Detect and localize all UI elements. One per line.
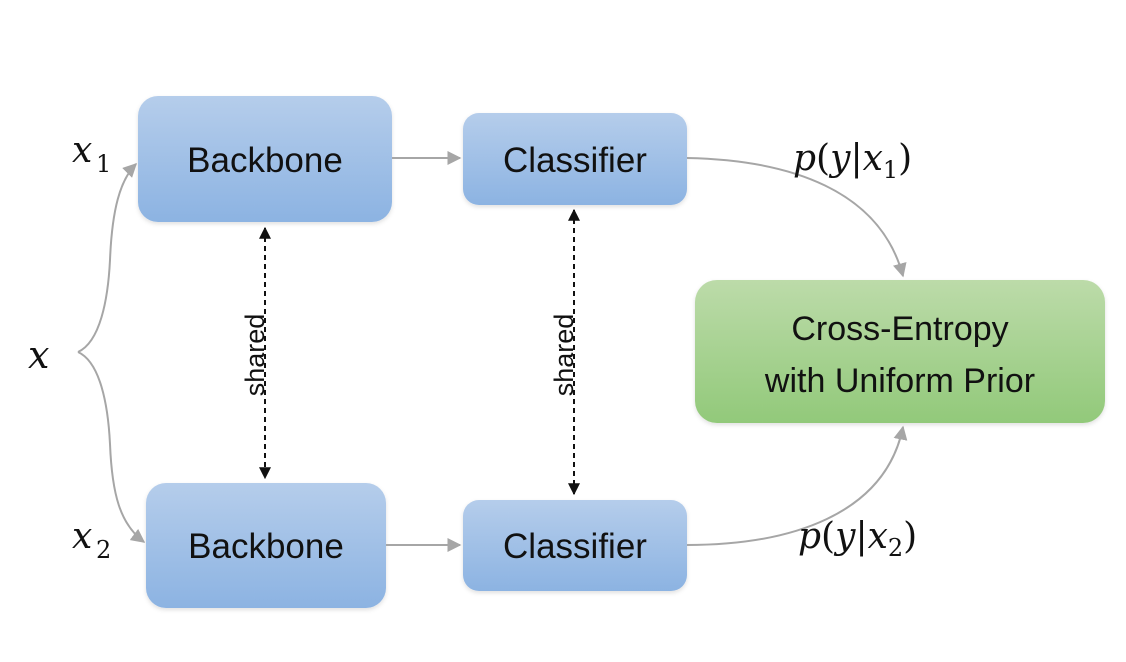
- svg-text:1: 1: [96, 150, 111, 178]
- view-x2-label: x 2: [72, 516, 111, 564]
- cross-entropy-box: Cross-Entropy with Uniform Prior: [695, 280, 1105, 423]
- shared-label-right: shared: [549, 314, 579, 397]
- branch-arrow-top: [77, 163, 137, 353]
- classifier-box-top: Classifier: [463, 113, 687, 205]
- classifier-bottom-label: Classifier: [503, 527, 647, 566]
- loss-label-line1: Cross-Entropy: [791, 310, 1008, 348]
- classifier-box-bottom: Classifier: [463, 500, 687, 591]
- backbone-box-bottom: Backbone: [146, 483, 386, 608]
- svg-text:x: x: [72, 516, 92, 557]
- loss-label-line2: with Uniform Prior: [764, 362, 1035, 400]
- backbone-bottom-label: Backbone: [188, 527, 344, 566]
- svg-text:2: 2: [96, 536, 111, 564]
- view-x1-label: x 1: [72, 130, 111, 178]
- arrow-classifier-loss-top: [686, 157, 907, 278]
- shared-label-left: shared: [240, 314, 270, 397]
- classifier-top-label: Classifier: [503, 141, 647, 180]
- arrow-classifier-loss-bottom: [686, 425, 908, 546]
- backbone-top-label: Backbone: [187, 141, 343, 180]
- output-p-y-x2-label: p(y|x2): [798, 516, 917, 562]
- output-p-y-x1-label: p(y|x1): [793, 138, 912, 184]
- backbone-box-top: Backbone: [138, 96, 392, 222]
- input-x-label: x: [28, 333, 49, 377]
- svg-text:x: x: [72, 130, 92, 171]
- branch-arrow-bottom: [77, 351, 146, 543]
